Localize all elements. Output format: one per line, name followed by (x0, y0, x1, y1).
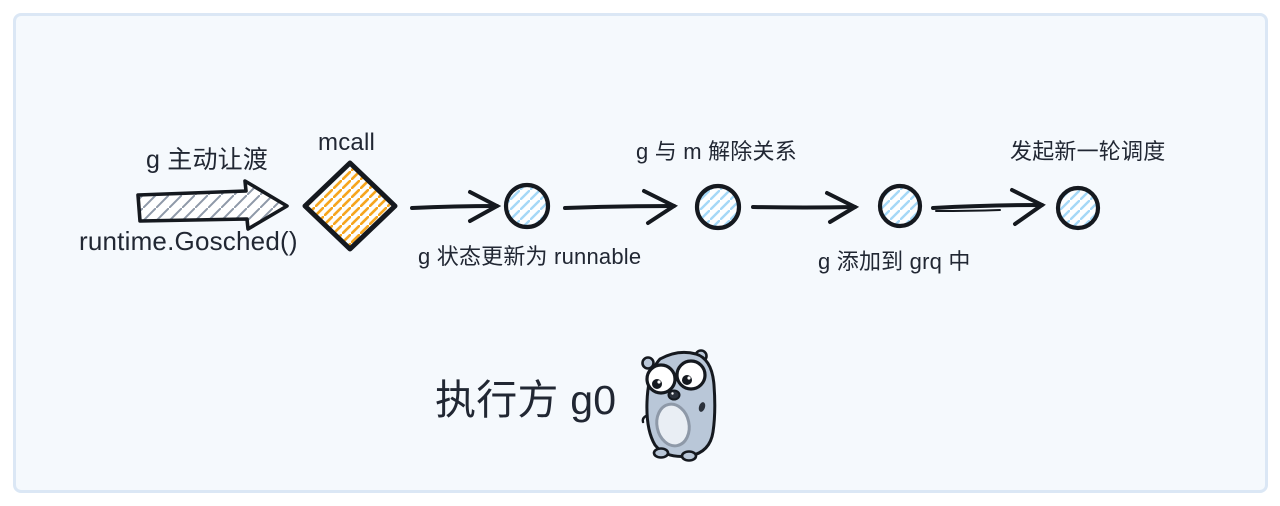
diagram-panel (13, 13, 1268, 493)
label-executor-g0: 执行方 g0 (435, 377, 617, 423)
label-yield: g 主动让渡 (146, 146, 269, 174)
go-gopher-icon (641, 349, 717, 462)
caption-step-runnable: g 状态更新为 runnable (418, 244, 642, 269)
flow-arrow-4 (931, 188, 1046, 226)
caption-step-resched: 发起新一轮调度 (1010, 139, 1166, 164)
g-node-2 (694, 183, 742, 231)
g-node-3 (877, 183, 923, 229)
label-runtime-gosched: runtime.Gosched() (79, 226, 298, 256)
label-mcall: mcall (318, 129, 376, 156)
yield-block-arrow (136, 179, 289, 231)
flow-arrow-1 (410, 190, 502, 223)
mcall-diamond (302, 160, 398, 252)
flow-arrow-3 (751, 191, 860, 224)
caption-step-grq: g 添加到 grq 中 (818, 249, 971, 274)
caption-step-detach: g 与 m 解除关系 (636, 139, 797, 164)
flow-arrow-2 (563, 189, 679, 225)
g-node-1 (503, 182, 551, 230)
g-node-4 (1055, 185, 1101, 231)
